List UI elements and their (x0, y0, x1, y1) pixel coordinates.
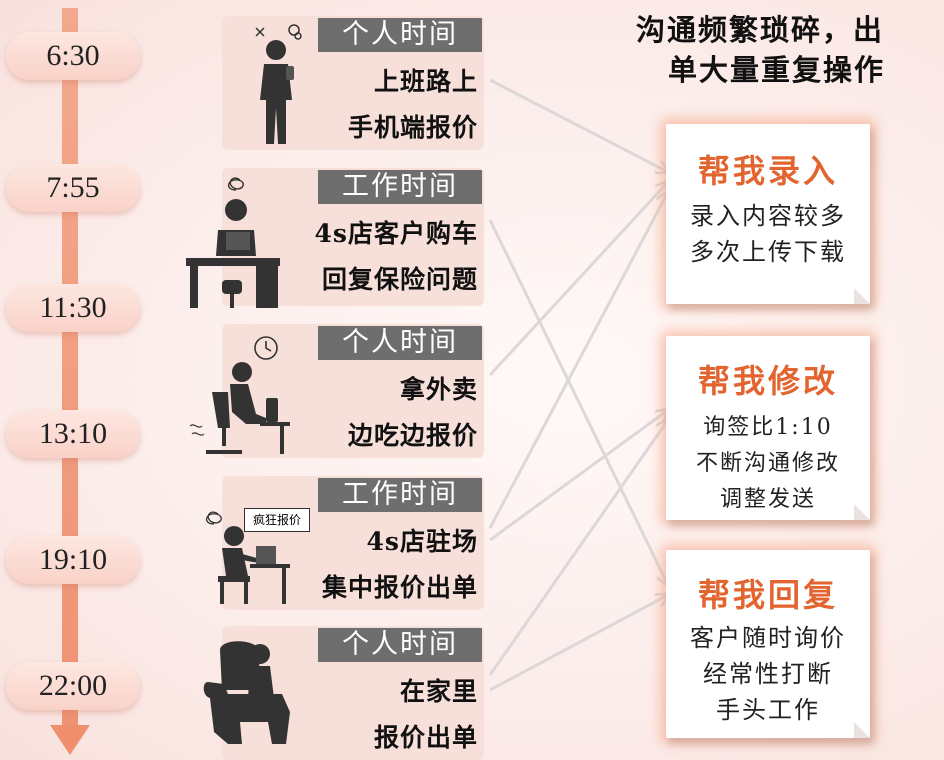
card-tag: 个人时间 (318, 628, 482, 662)
card-tag: 工作时间 (318, 170, 482, 204)
clock-chair-person-icon (189, 336, 290, 454)
headline: 沟通频繁琐碎，出 单大量重复操作 (636, 10, 936, 90)
card-line: 回复保险问题 (321, 265, 478, 294)
page-fold (854, 288, 870, 304)
card-line: 在家里 (399, 677, 478, 706)
need-box: 帮我录入 录入内容较多 多次上传下载 (666, 124, 870, 304)
speech-bubble: 疯狂报价 (244, 508, 310, 532)
need-box-title: 帮我修改 (697, 362, 838, 400)
need-box-text: 调整发送 (719, 487, 816, 512)
card-line: 上班路上 (373, 67, 478, 96)
headline-line: 沟通频繁琐碎，出 (636, 13, 885, 47)
card-line: 拿外卖 (399, 375, 478, 404)
page-fold (854, 504, 870, 520)
armchair-person-icon (203, 641, 290, 744)
time-pill: 11:30 (6, 284, 140, 332)
need-box-title: 帮我回复 (697, 576, 838, 614)
card-line: 手机端报价 (347, 113, 478, 142)
arrow-line (488, 219, 668, 585)
arrow-line (488, 420, 668, 676)
card-line: 4s店客户购车 (314, 219, 478, 248)
need-box: 帮我修改 询签比1:10 不断沟通修改 调整发送 (666, 336, 870, 520)
need-box-text: 手头工作 (716, 696, 820, 724)
arrow-line (488, 192, 668, 529)
card-tag: 工作时间 (318, 478, 482, 512)
need-box-title: 帮我录入 (697, 152, 838, 190)
time-pill: 6:30 (6, 32, 140, 80)
desk-laptop-person-icon (186, 177, 280, 308)
need-box-text: 多次上传下载 (690, 238, 846, 266)
schedule-card: 个人时间 在家里 报价出单 (222, 626, 484, 760)
card-tag: 个人时间 (318, 18, 482, 52)
schedule-card: 个人时间 上班路上 手机端报价 (222, 16, 484, 150)
time-pill: 7:55 (6, 164, 140, 212)
time-pill: 13:10 (6, 410, 140, 458)
need-box-text: 询签比1:10 (703, 415, 833, 440)
stressed-phone-person-icon (255, 24, 302, 144)
arrow-line (488, 182, 668, 377)
need-box-text: 经常性打断 (703, 660, 833, 688)
card-tag: 个人时间 (318, 326, 482, 360)
card-line: 边吃边报价 (347, 421, 478, 450)
card-line: 4s店驻场 (366, 527, 478, 556)
schedule-card: 工作时间 4s店驻场 集中报价出单 疯狂报价 (206, 476, 484, 610)
card-line: 集中报价出单 (321, 573, 478, 602)
need-box-text: 录入内容较多 (690, 202, 846, 230)
need-box-text: 不断沟通修改 (695, 451, 840, 476)
arrow-line (489, 78, 668, 172)
frantic-quote-person-icon (206, 511, 290, 604)
page-fold (854, 722, 870, 738)
time-pill: 19:10 (6, 536, 140, 584)
timeline-arrow-icon (50, 725, 90, 755)
need-box-text: 客户随时询价 (690, 624, 846, 652)
need-box: 帮我回复 客户随时询价 经常性打断 手头工作 (666, 550, 870, 738)
schedule-card: 个人时间 拿外卖 边吃边报价 (189, 324, 484, 458)
arrow-line (489, 595, 668, 692)
headline-line: 单大量重复操作 (668, 53, 886, 87)
time-pill: 22:00 (6, 662, 140, 710)
arrow-line (489, 410, 668, 542)
card-line: 报价出单 (373, 723, 478, 752)
